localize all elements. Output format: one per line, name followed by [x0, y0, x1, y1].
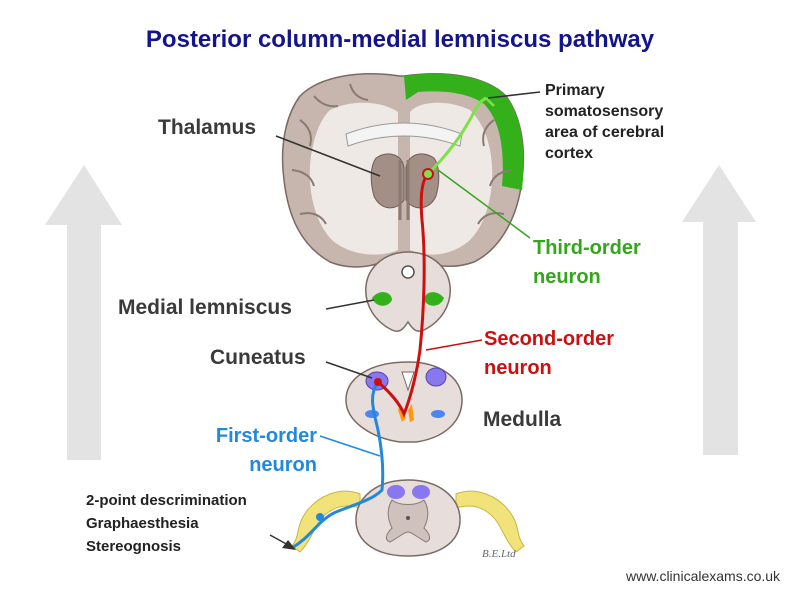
website-url: www.clinicalexams.co.uk — [626, 568, 781, 584]
sensation-2: Graphaesthesia — [86, 515, 199, 532]
left-nerve-root — [291, 490, 361, 553]
sensation-1: 2-point descrimination — [86, 492, 247, 509]
medulla-fourth-ventricle — [401, 371, 415, 392]
third-order-terminal — [477, 97, 495, 107]
medial-lemniscus-leader-line — [325, 299, 375, 310]
medulla-left-olive — [365, 410, 379, 418]
medial-lemniscus-section — [365, 251, 451, 333]
right-nerve-root — [455, 490, 525, 553]
psa-line-2: somatosensory — [545, 103, 664, 120]
ventricle — [398, 160, 410, 220]
diagram-title: Posterior column-medial lemniscus pathwa… — [145, 26, 655, 53]
central-canal — [406, 516, 410, 520]
right-lemniscus-green — [424, 292, 444, 306]
first-order-cell-body — [316, 513, 324, 521]
first-order-neuron-path — [291, 381, 385, 550]
brain-section — [281, 73, 525, 268]
right-dorsal-column — [412, 485, 430, 499]
thalamus-label: Thalamus — [158, 116, 257, 139]
primary-somatosensory-label: Primary somatosensory area of cerebral c… — [545, 80, 664, 164]
psa-line-1: Primary — [545, 82, 605, 99]
cuneatus-leader-line — [325, 361, 373, 379]
artist-signature: B.E.Ltd — [482, 548, 516, 560]
medulla-right-olive — [431, 410, 445, 418]
first-order-leader-line — [319, 435, 381, 457]
corpus-callosum — [345, 122, 463, 147]
right-cuneate-nucleus — [425, 367, 447, 387]
pons-outline — [365, 251, 451, 333]
third-order-line-2: neuron — [533, 266, 601, 288]
psa-line-4: cortex — [545, 145, 594, 162]
sensations-arrowhead — [282, 540, 296, 550]
green-cortex-region — [404, 73, 524, 190]
third-order-line-1: Third-order — [533, 237, 641, 259]
first-order-line-1: First-order — [215, 425, 317, 447]
psa-leader-line — [487, 91, 541, 99]
second-order-neuron-path — [377, 172, 430, 419]
spinal-grey-matter — [385, 499, 431, 543]
psa-line-3: area of cerebral — [545, 124, 665, 141]
second-order-leader-line — [425, 339, 483, 351]
second-order-line-2: neuron — [484, 357, 552, 379]
first-order-line-2: neuron — [249, 454, 317, 476]
cuneatus-label: Cuneatus — [210, 346, 306, 369]
first-order-neuron-label: First-order neuron — [186, 422, 317, 480]
left-lemniscus-green — [372, 292, 392, 306]
sensation-3: Stereognosis — [86, 538, 182, 555]
second-order-neuron-label: Second-order neuron — [484, 325, 614, 383]
medulla-label: Medulla — [483, 408, 562, 431]
left-up-arrow — [45, 165, 122, 460]
third-order-neuron-label: Third-order neuron — [533, 234, 641, 292]
second-order-line-1: Second-order — [484, 328, 615, 350]
sensations-label: 2-point descrimination Graphaesthesia St… — [86, 489, 247, 558]
right-up-arrow — [682, 165, 756, 455]
medial-lemniscus-label: Medial lemniscus — [118, 296, 292, 319]
third-order-cell-body — [422, 168, 434, 180]
aqueduct — [401, 265, 415, 279]
medulla-section — [345, 361, 463, 443]
gyri-lines — [291, 83, 513, 225]
second-order-cell-body — [374, 378, 382, 386]
medulla-orange-lemniscus — [398, 404, 414, 422]
left-dorsal-column — [387, 485, 405, 499]
thalamus-leader-line — [275, 135, 381, 177]
third-order-leader-line — [437, 169, 531, 239]
